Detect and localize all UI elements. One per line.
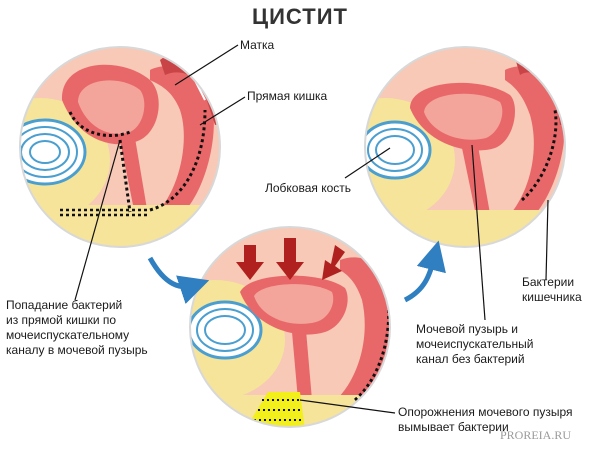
watermark: PROREIA.RU xyxy=(500,428,572,442)
label-line: из прямой кишки по xyxy=(6,313,117,327)
label-emptying: Опорожнения мочевого пузыря вымывает бак… xyxy=(398,405,573,435)
label-line: канал без бактерий xyxy=(416,352,525,366)
label-line: Попадание бактерий xyxy=(6,298,123,312)
curved-arrow-icon xyxy=(147,256,210,304)
label-pubic-bone: Лобковая кость xyxy=(265,181,352,195)
label-line: Бактерии xyxy=(522,275,575,289)
label-line: мочеиспускательному xyxy=(6,328,130,342)
label-bladder-clean: Мочевой пузырь и мочеиспускательный кана… xyxy=(416,322,533,367)
label-line: каналу в мочевой пузырь xyxy=(6,343,148,357)
leader-lines xyxy=(74,44,549,414)
label-intestinal-bacteria: Бактерии кишечника xyxy=(522,275,582,305)
label-line: мочеиспускательный xyxy=(416,337,534,351)
down-arrow-icon xyxy=(236,245,264,280)
pressure-arrows xyxy=(236,238,345,280)
label-bacteria-entry: Попадание бактерий из прямой кишки по мо… xyxy=(6,298,148,358)
pubic-bone-icon xyxy=(365,120,432,180)
anatomy-circle-infection xyxy=(19,46,221,248)
curved-arrow-icon xyxy=(403,240,446,303)
anatomy-circle-emptying xyxy=(189,226,391,428)
down-arrow-icon xyxy=(322,245,345,280)
urine-stream xyxy=(245,392,305,427)
label-line: Опорожнения мочевого пузыря xyxy=(398,405,573,419)
label-line: кишечника xyxy=(522,290,582,304)
pubic-bone-icon xyxy=(20,118,87,186)
label-line: вымывает бактерии xyxy=(398,420,509,434)
label-rectum: Прямая кишка xyxy=(247,89,328,103)
down-arrow-icon xyxy=(276,238,304,280)
pubic-bone-icon xyxy=(190,300,263,360)
page-title: ЦИСТИТ xyxy=(252,4,348,29)
label-uterus: Матка xyxy=(240,38,275,52)
anatomy-circle-clean xyxy=(364,46,566,248)
label-line: Мочевой пузырь и xyxy=(416,322,519,336)
